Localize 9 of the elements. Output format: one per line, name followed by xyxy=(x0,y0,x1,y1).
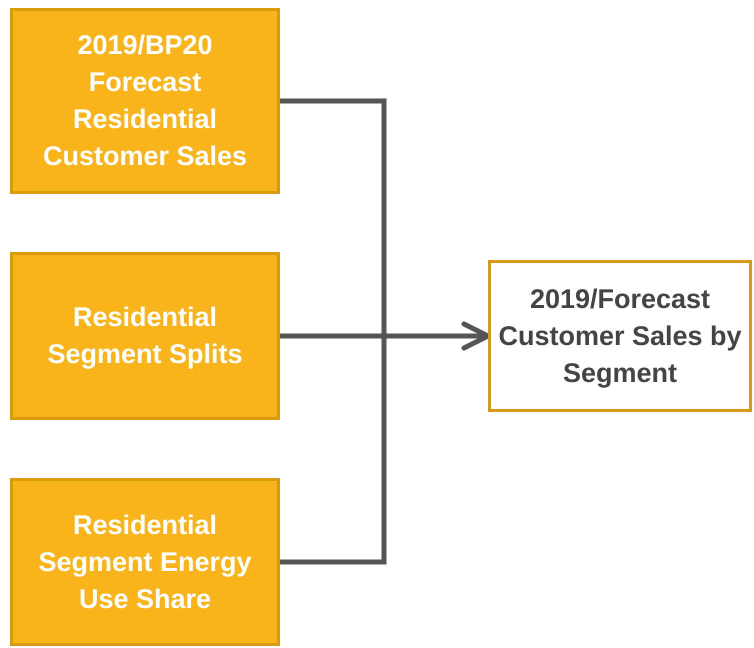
box-label: Residential Segment Energy Use Share xyxy=(37,508,253,616)
input-box xyxy=(10,478,280,646)
box-label: 2019/BP20 Forecast Residential Customer Sales xyxy=(42,29,248,173)
output-box xyxy=(488,260,752,412)
connector-arrow xyxy=(280,322,490,564)
box-label: 2019/Forecast Customer Sales by Segment xyxy=(497,282,743,390)
box-label: Residential Segment Splits xyxy=(46,301,244,371)
input-box xyxy=(10,252,280,420)
input-box xyxy=(10,8,280,194)
